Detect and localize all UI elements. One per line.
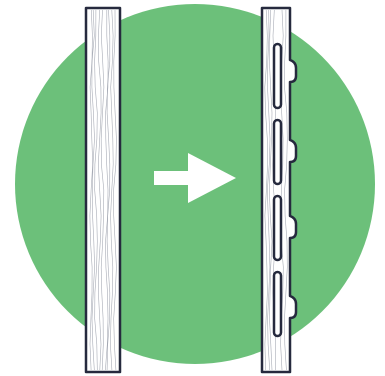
wood-grain-line bbox=[106, 9, 111, 371]
wood-grain-line bbox=[89, 9, 94, 371]
wood-grain-line bbox=[100, 9, 105, 371]
arrow-head bbox=[188, 153, 236, 203]
arrow-shaft bbox=[154, 171, 194, 185]
wood-grain-line bbox=[266, 9, 271, 371]
wood-grain-line bbox=[268, 9, 273, 371]
wood-grain-line bbox=[113, 9, 117, 371]
slot-hole bbox=[272, 118, 283, 186]
slot-hole bbox=[272, 42, 283, 110]
wood-grain-line bbox=[94, 9, 98, 371]
wood-grain-line bbox=[105, 10, 109, 371]
wood-grain-line bbox=[91, 9, 95, 371]
arrow-right-icon bbox=[154, 153, 236, 203]
plain-wood-plank-icon bbox=[84, 6, 122, 374]
slot-hole bbox=[272, 194, 283, 262]
slot-hole bbox=[272, 270, 283, 338]
right-plank-outline bbox=[260, 6, 298, 374]
wood-grain-line bbox=[97, 9, 102, 371]
left-plank-outline bbox=[84, 6, 122, 374]
notched-wood-plank-icon bbox=[260, 6, 298, 374]
wood-grain-line bbox=[110, 9, 114, 371]
right-plank-slots bbox=[272, 42, 283, 338]
left-plank-wood-grain bbox=[89, 9, 117, 371]
wood-grain-line bbox=[264, 9, 268, 371]
wood-grain-line bbox=[284, 10, 288, 371]
